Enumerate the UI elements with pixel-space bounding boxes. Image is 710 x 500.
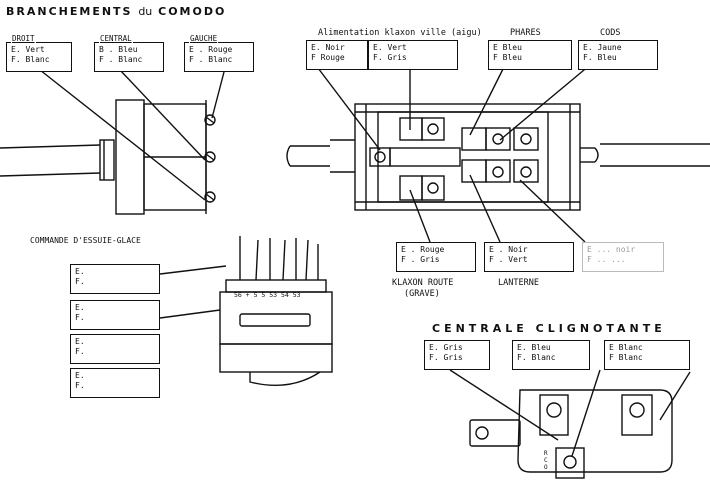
wire-box-wiper-3: E. F. bbox=[70, 334, 160, 364]
wire-box-wiper-2: E. F. bbox=[70, 300, 160, 330]
wire-row: E Bleu bbox=[493, 43, 522, 52]
klaxon-ville-label: Alimentation klaxon ville (aigu) bbox=[318, 28, 482, 38]
wire-row: E. bbox=[75, 303, 85, 312]
wire-row: F. Gris bbox=[373, 53, 407, 62]
wire-box-wiper-4: E. F. bbox=[70, 368, 160, 398]
wire-box-blinker-3: E Blanc F Blanc bbox=[604, 340, 690, 370]
wire-row: E. Vert bbox=[11, 45, 45, 54]
wire-row: E . Noir bbox=[489, 245, 528, 254]
wire-box-lanterne: E . Noir F . Vert bbox=[484, 242, 574, 272]
wire-box-blinker-1: E. Gris F. Gris bbox=[424, 340, 490, 370]
wire-box-faded: E ... noir F .. ... bbox=[582, 242, 664, 272]
right-comodo-drawing bbox=[286, 64, 710, 243]
wire-box-header: CENTRAL bbox=[99, 34, 133, 44]
wire-row: F Blanc bbox=[609, 353, 643, 362]
wire-row: E. bbox=[75, 371, 85, 380]
wire-box-phares: E Bleu F Bleu bbox=[488, 40, 572, 70]
main-title-suffix: COMODO bbox=[158, 5, 227, 18]
wire-row: E . Rouge bbox=[401, 245, 445, 254]
connector-pin-numbers: 56 + 5 5 53 54 53 bbox=[234, 291, 301, 299]
wire-box-klaxon-ville-2: E. Vert F. Gris bbox=[368, 40, 458, 70]
wire-row: E. Noir bbox=[311, 43, 345, 52]
klaxon-route-sub-label: (GRAVE) bbox=[404, 289, 440, 299]
blinker-title: CENTRALE CLIGNOTANTE bbox=[432, 322, 666, 335]
main-title-mid: du bbox=[138, 5, 153, 18]
wire-box-blinker-2: E. Bleu F. Blanc bbox=[512, 340, 590, 370]
wiper-label: COMMANDE D'ESSUIE-GLACE bbox=[30, 236, 141, 245]
wire-row: F . Blanc bbox=[99, 55, 143, 64]
wire-row: F . Gris bbox=[401, 255, 440, 264]
wire-row: F. Gris bbox=[429, 353, 463, 362]
main-title-prefix: BRANCHEMENTS bbox=[6, 5, 133, 18]
wire-row: F .. ... bbox=[587, 255, 626, 264]
phares-label: PHARES bbox=[510, 28, 541, 38]
wire-box-header: GAUCHE bbox=[189, 34, 219, 44]
wire-row: F. bbox=[75, 347, 85, 356]
wire-row: E. Bleu bbox=[517, 343, 551, 352]
wire-box-wiper-1: E. F. bbox=[70, 264, 160, 294]
wire-row: E Blanc bbox=[609, 343, 643, 352]
klaxon-route-label: KLAXON ROUTE bbox=[392, 278, 454, 288]
wire-row: E. Vert bbox=[373, 43, 407, 52]
wire-row: F Bleu bbox=[493, 53, 522, 62]
lanterne-label: LANTERNE bbox=[498, 278, 539, 288]
wire-row: F . Vert bbox=[489, 255, 528, 264]
wire-box-header: DROIT bbox=[11, 34, 36, 44]
wire-box-central: CENTRAL B . Bleu F . Blanc bbox=[94, 34, 164, 72]
wire-row: F. bbox=[75, 313, 85, 322]
wire-box-gauche: GAUCHE E . Rouge F . Blanc bbox=[184, 34, 254, 72]
wire-row: E ... noir bbox=[587, 245, 636, 254]
blinker-unit-drawing bbox=[449, 369, 691, 479]
wire-box-klaxon-route: E . Rouge F . Gris bbox=[396, 242, 476, 272]
wire-box-droit: DROIT E. Vert F. Blanc bbox=[6, 34, 72, 72]
wire-row: E. Jaune bbox=[583, 43, 622, 52]
wire-row: E . Rouge bbox=[189, 45, 233, 54]
main-title: BRANCHEMENTS du COMODO bbox=[6, 5, 226, 18]
left-comodo-drawing bbox=[0, 69, 225, 215]
wire-row: E. bbox=[75, 337, 85, 346]
wire-row: F. Bleu bbox=[583, 53, 617, 62]
wire-row: E. Gris bbox=[429, 343, 463, 352]
wire-row: F. Blanc bbox=[11, 55, 50, 64]
blinker-pin-letters: R C O bbox=[544, 450, 548, 471]
wire-row: F Rouge bbox=[311, 53, 345, 62]
wire-box-codes: E. Jaune F. Bleu bbox=[578, 40, 658, 70]
wiper-connector-drawing bbox=[159, 236, 333, 387]
wire-row: F . Blanc bbox=[189, 55, 233, 64]
wire-row: F. bbox=[75, 277, 85, 286]
wire-row: B . Bleu bbox=[99, 45, 138, 54]
wire-row: F. Blanc bbox=[517, 353, 556, 362]
wire-row: E. bbox=[75, 267, 85, 276]
wire-box-klaxon-ville-1: E. Noir F Rouge bbox=[306, 40, 368, 70]
wire-row: F. bbox=[75, 381, 85, 390]
codes-label: CODS bbox=[600, 28, 621, 38]
